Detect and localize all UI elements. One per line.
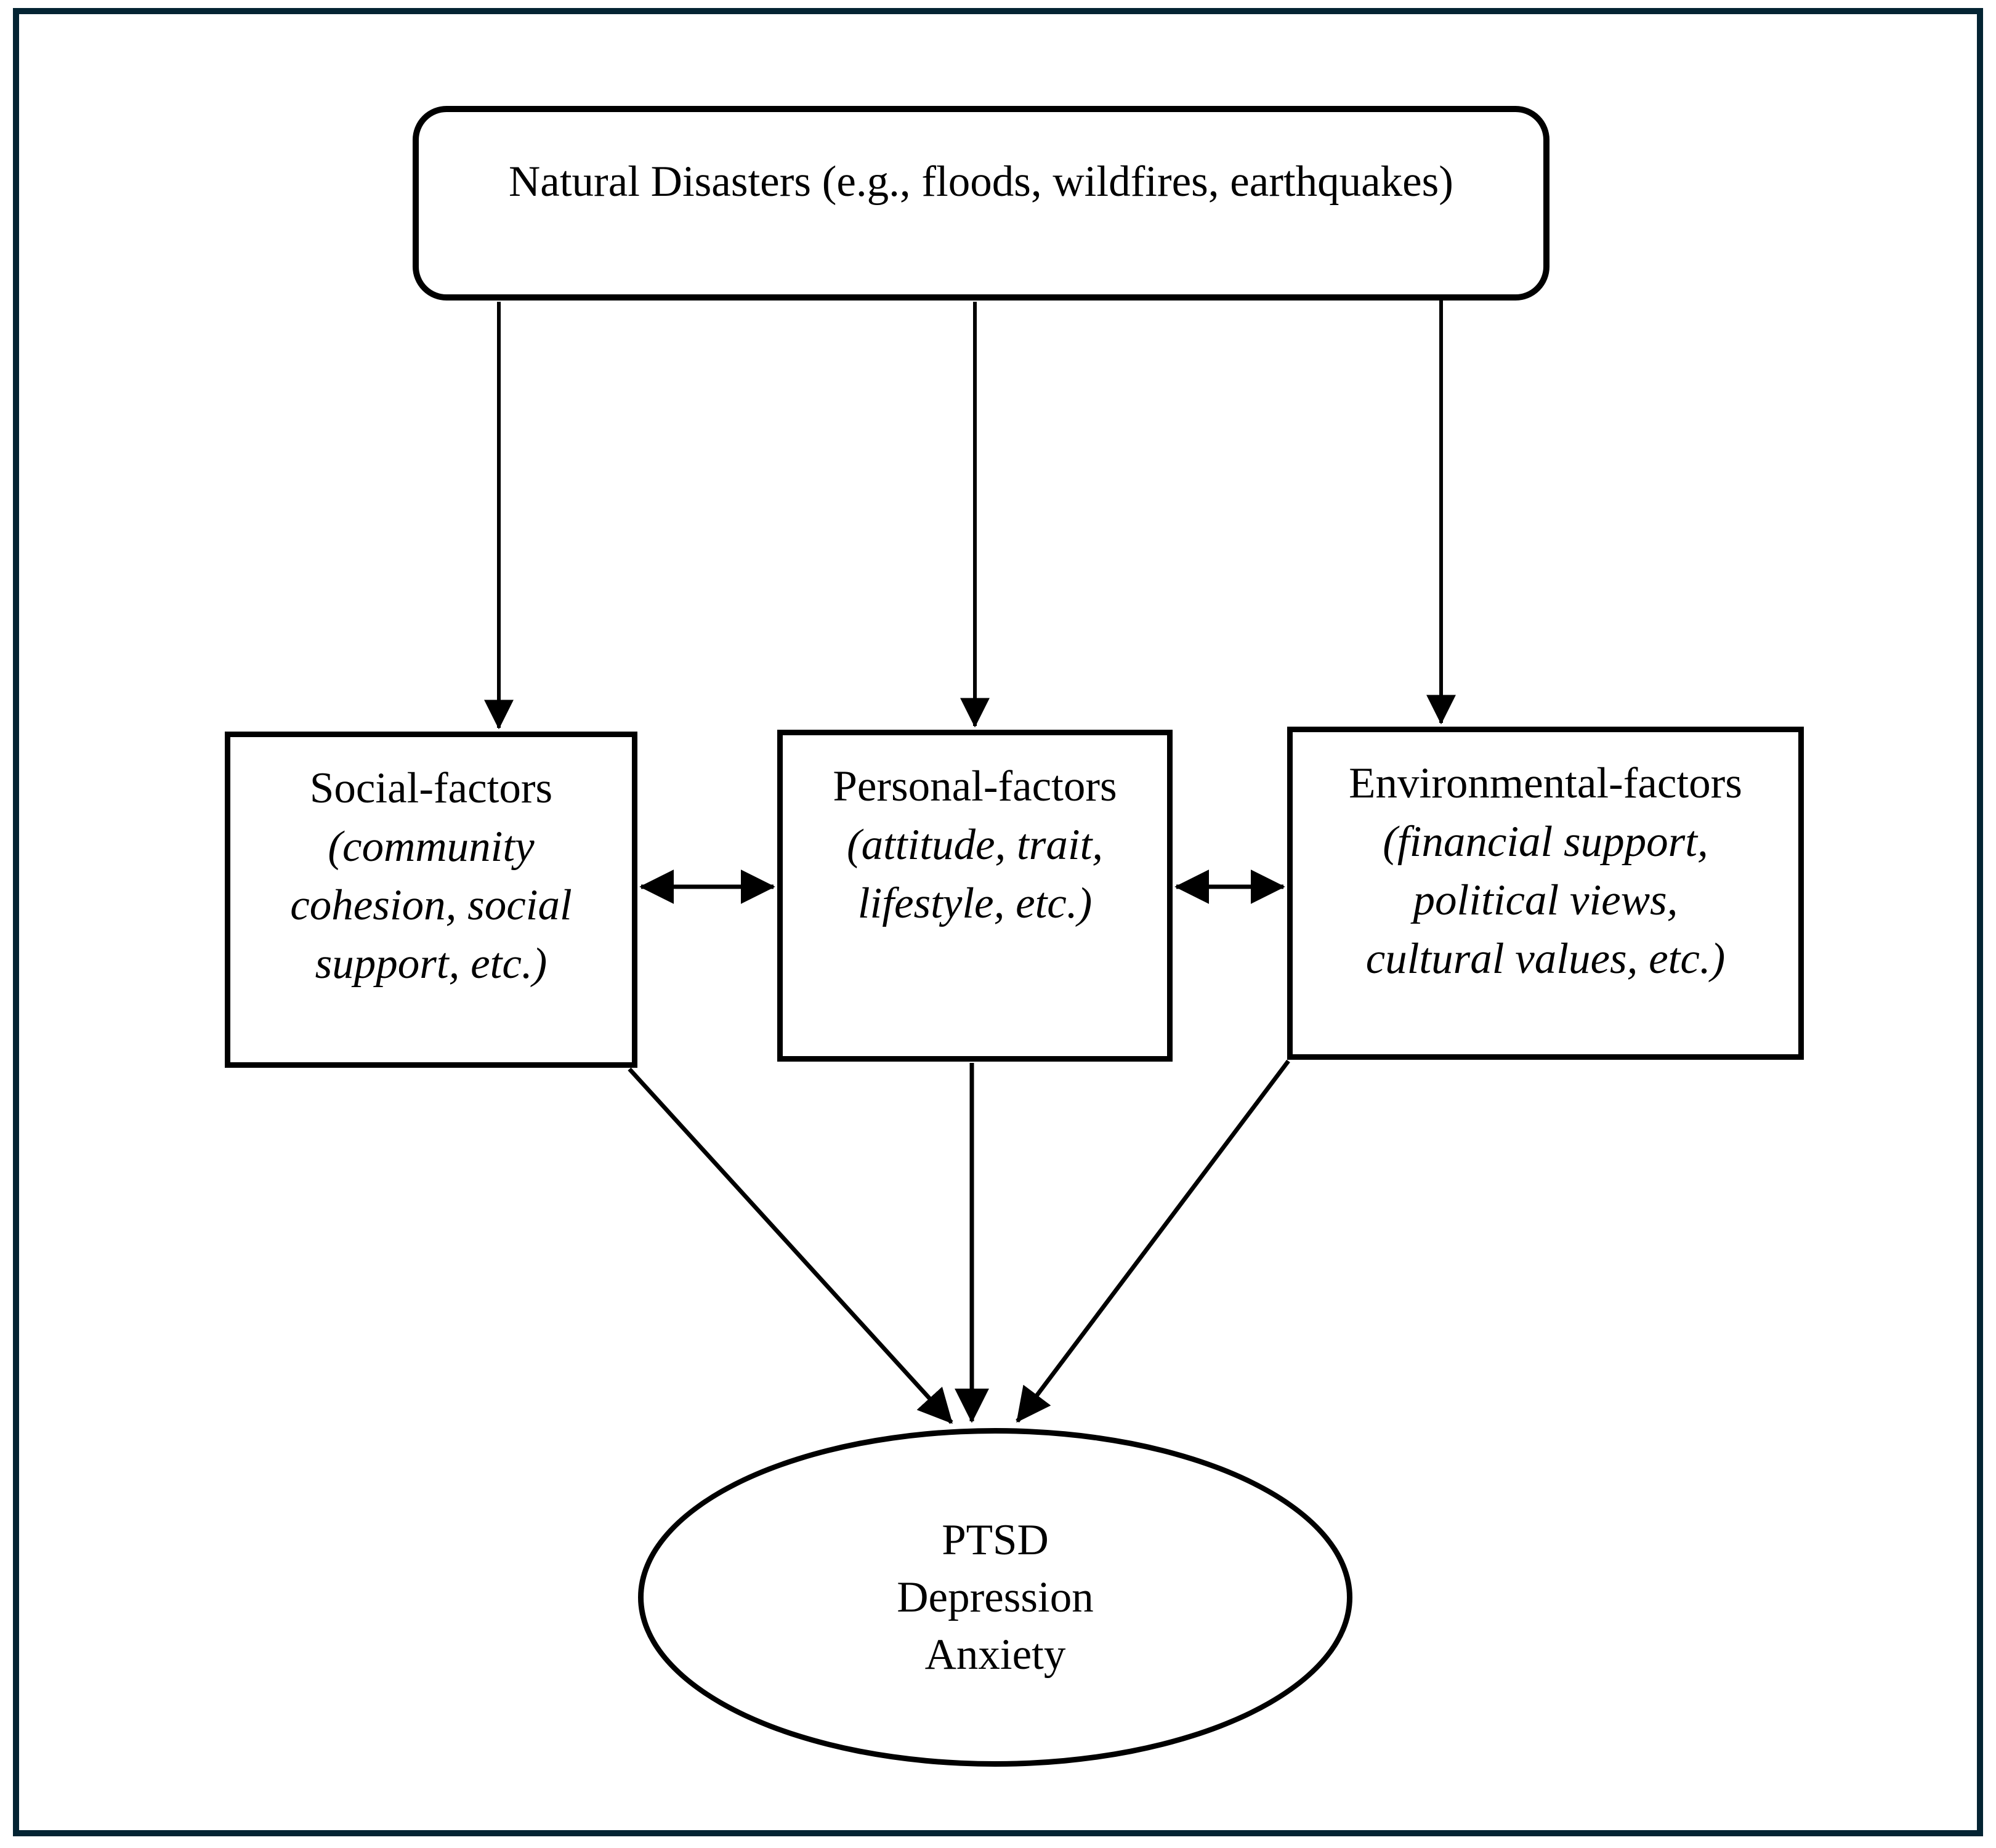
social-factors-detail-line: support, etc.)	[315, 940, 547, 988]
node-environmental-factors: Environmental-factors (financial support…	[1287, 727, 1804, 1060]
environmental-factors-detail-line: cultural values, etc.)	[1365, 935, 1726, 983]
outcome-line-anxiety: Anxiety	[924, 1630, 1066, 1679]
node-natural-disasters-label: Natural Disasters (e.g., floods, wildfir…	[509, 158, 1453, 206]
personal-factors-detail-line: (attitude, trait,	[846, 821, 1104, 869]
arrow-environmental-to-outcomes	[1016, 1059, 1290, 1423]
outer-frame-border	[13, 8, 1983, 1836]
outcome-line-depression: Depression	[897, 1573, 1094, 1621]
node-personal-factors: Personal-factors (attitude, trait, lifes…	[777, 730, 1173, 1062]
social-factors-detail-line: (community	[328, 823, 535, 871]
arrow-social-to-outcomes	[628, 1067, 953, 1424]
node-social-factors: Social-factors (community cohesion, soci…	[225, 732, 637, 1068]
node-natural-disasters: Natural Disasters (e.g., floods, wildfir…	[413, 106, 1550, 301]
outcome-line-ptsd: PTSD	[942, 1515, 1049, 1564]
environmental-factors-title: Environmental-factors	[1349, 759, 1742, 807]
environmental-factors-detail-line: (financial support,	[1383, 818, 1708, 866]
social-factors-title: Social-factors	[309, 764, 553, 812]
node-outcomes-ellipse: PTSD Depression Anxiety	[638, 1428, 1352, 1767]
environmental-factors-detail-line: political views,	[1413, 876, 1678, 924]
personal-factors-detail-line: lifestyle, etc.)	[857, 879, 1093, 927]
personal-factors-title: Personal-factors	[833, 762, 1117, 810]
social-factors-detail-line: cohesion, social	[290, 881, 572, 929]
